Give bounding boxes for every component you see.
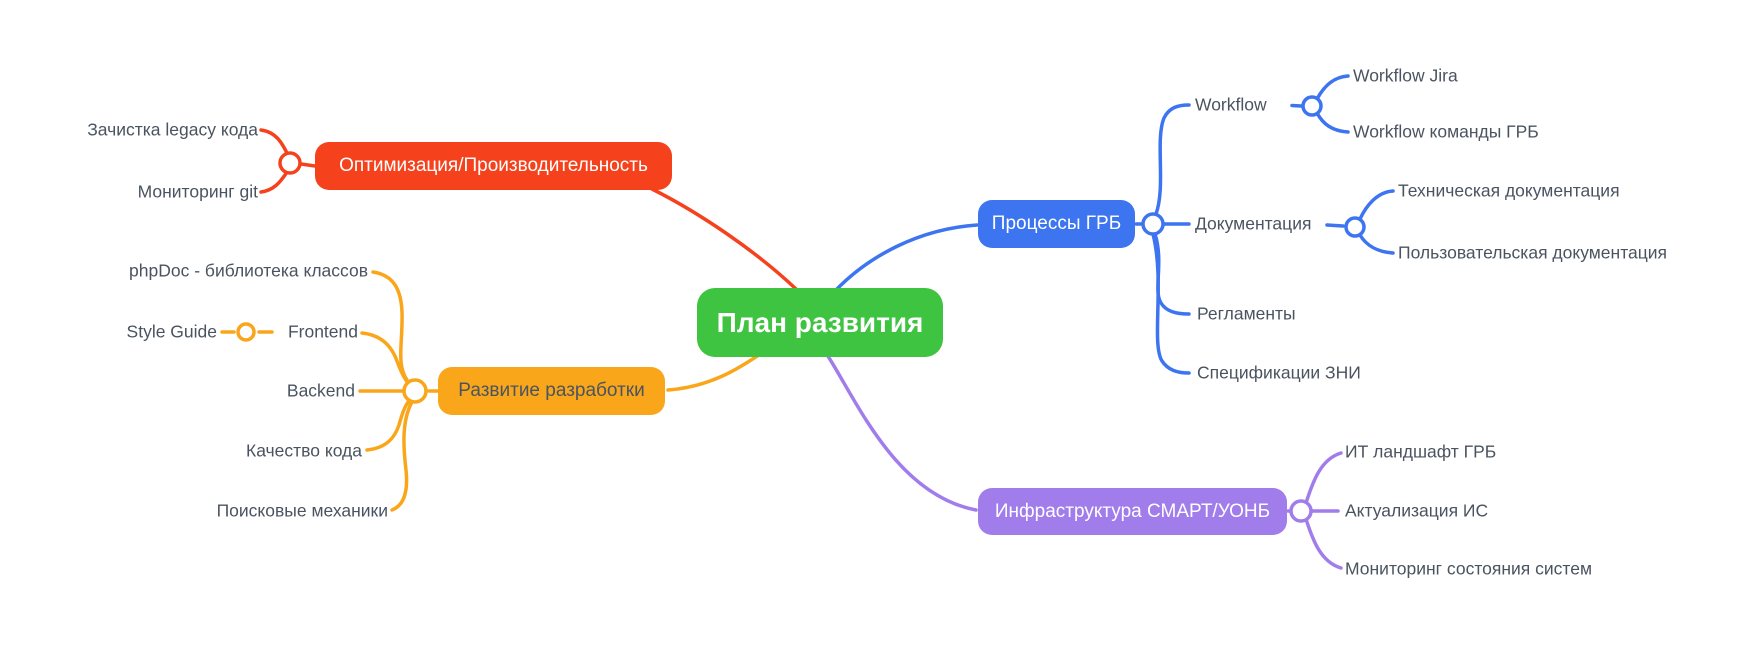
topic-workflow[interactable]: Workflow — [1195, 94, 1267, 115]
topic-phpdoc[interactable]: phpDoc - библиотека классов — [129, 260, 368, 281]
branch-processes-node[interactable]: Процессы ГРБ — [978, 200, 1135, 248]
branch-development-node[interactable]: Развитие разработки — [438, 367, 665, 415]
topic-search-mechanics[interactable]: Поисковые механики — [216, 500, 388, 521]
topic-code-quality[interactable]: Качество кода — [246, 440, 362, 461]
junction-infrastructure-toggle[interactable] — [1289, 499, 1313, 523]
topic-git-monitoring[interactable]: Мониторинг git — [137, 181, 258, 202]
topic-user-docs[interactable]: Пользовательская документация — [1398, 242, 1668, 263]
topic-is-actualization[interactable]: Актуализация ИС — [1345, 500, 1489, 521]
topic-legacy-cleanup[interactable]: Зачистка legacy кода — [87, 119, 258, 140]
topic-backend[interactable]: Backend — [286, 380, 355, 401]
topic-regulations[interactable]: Регламенты — [1197, 303, 1296, 324]
topic-frontend[interactable]: Frontend — [287, 321, 358, 342]
branch-infrastructure-node[interactable]: Инфраструктура СМАРТ/УОНБ — [978, 488, 1287, 535]
topic-style-guide[interactable]: Style Guide — [126, 321, 217, 342]
topic-it-landscape[interactable]: ИТ ландшафт ГРБ — [1345, 441, 1497, 462]
branch-processes-links — [834, 74, 1395, 375]
topic-systems-monitoring[interactable]: Мониторинг состояния систем — [1345, 558, 1593, 579]
junction-frontend-toggle[interactable] — [236, 322, 256, 342]
branch-optimization-node[interactable]: Оптимизация/Производительность — [315, 142, 672, 190]
topic-workflow-jira[interactable]: Workflow Jira — [1353, 65, 1458, 86]
root-topic[interactable]: План развития — [697, 288, 943, 357]
junction-documentation-toggle[interactable] — [1344, 216, 1366, 238]
topic-zni-specs[interactable]: Спецификации ЗНИ — [1197, 362, 1361, 383]
junction-optimization-toggle[interactable] — [278, 151, 302, 175]
junction-processes-toggle[interactable] — [1141, 212, 1165, 236]
topic-tech-docs[interactable]: Техническая документация — [1398, 180, 1620, 201]
junction-development-toggle[interactable] — [402, 378, 428, 404]
topic-documentation[interactable]: Документация — [1195, 213, 1312, 234]
junction-workflow-toggle[interactable] — [1301, 95, 1323, 117]
branch-infrastructure-links — [822, 348, 1343, 570]
branch-optimization-links — [259, 128, 798, 291]
branch-development-links — [220, 270, 768, 512]
topic-workflow-team[interactable]: Workflow команды ГРБ — [1353, 121, 1539, 142]
